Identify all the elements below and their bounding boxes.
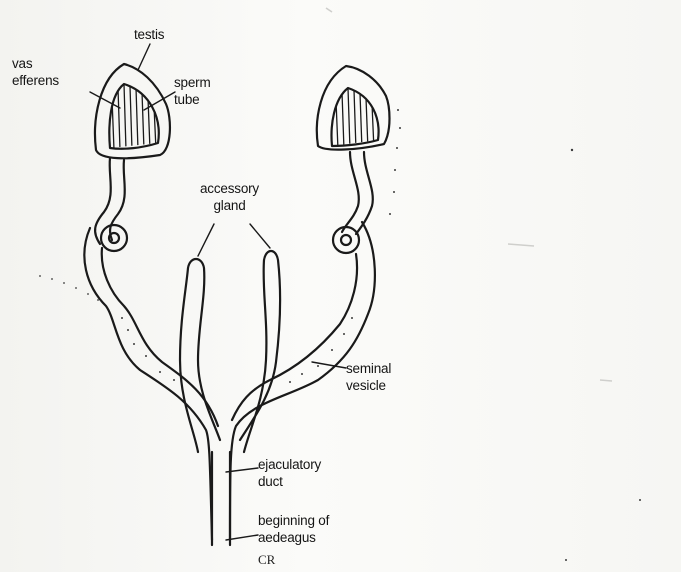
left-sperm-tube-outline (109, 84, 158, 149)
label-seminal-vesicle: seminal vesicle (346, 360, 391, 394)
label-accessory-gland: accessory gland (200, 180, 259, 214)
label-vas-efferens: vas efferens (12, 55, 59, 89)
leader-accessory-gland-left (198, 224, 214, 256)
artist-initials: CR (258, 552, 275, 568)
label-aedeagus: beginning of aedeagus (258, 512, 329, 546)
right-vas-deferens-inner (232, 254, 357, 420)
stipple-shading (39, 109, 641, 561)
scan-smudges (326, 8, 612, 381)
label-sperm-tube: sperm tube (174, 74, 211, 108)
left-sperm-tube-hatching (112, 84, 156, 150)
ejaculatory-duct (212, 452, 230, 545)
label-testis: testis (134, 26, 164, 43)
left-testis (95, 64, 170, 158)
right-vas-efferens-outer (342, 152, 359, 232)
left-accessory-gland (180, 259, 220, 452)
leader-testis (138, 44, 150, 70)
leader-seminal-vesicle (312, 362, 346, 368)
left-vas-deferens-outer (84, 228, 212, 540)
left-tube-coil-outer (101, 225, 127, 251)
right-accessory-gland (240, 251, 280, 452)
leader-accessory-gland-right (250, 224, 270, 248)
right-tube-coil-inner (341, 235, 351, 245)
right-sperm-tube-hatching (336, 88, 374, 150)
right-tube-coil-outer (333, 227, 359, 253)
label-ejaculatory-duct: ejaculatory duct (258, 456, 321, 490)
